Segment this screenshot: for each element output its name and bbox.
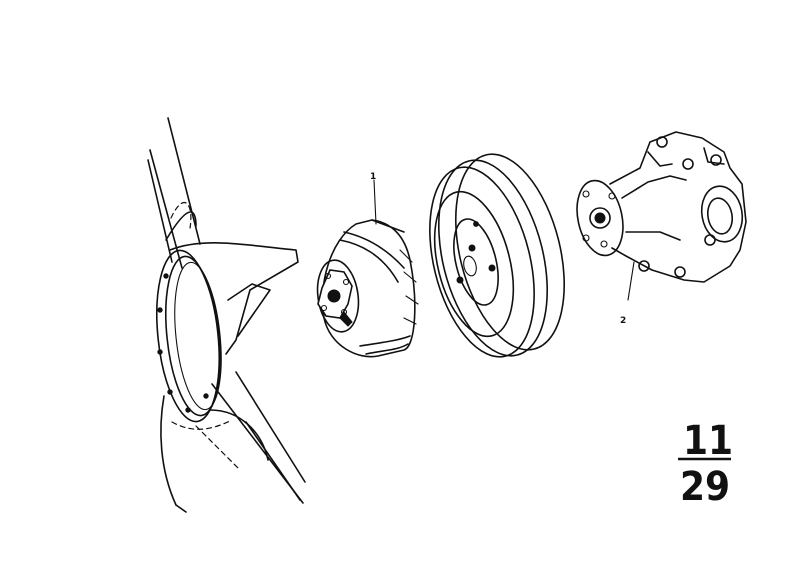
page-reference-page: 29 [680, 464, 730, 510]
page-reference: 11 29 [678, 418, 733, 510]
pulley [429, 153, 566, 358]
fan-shroud [147, 117, 306, 513]
page-reference-group: 11 [683, 418, 733, 464]
fan-coupling [316, 179, 419, 358]
callout-2: 2 [620, 316, 626, 326]
callout-1: 1 [370, 172, 376, 182]
water-pump [576, 131, 747, 301]
